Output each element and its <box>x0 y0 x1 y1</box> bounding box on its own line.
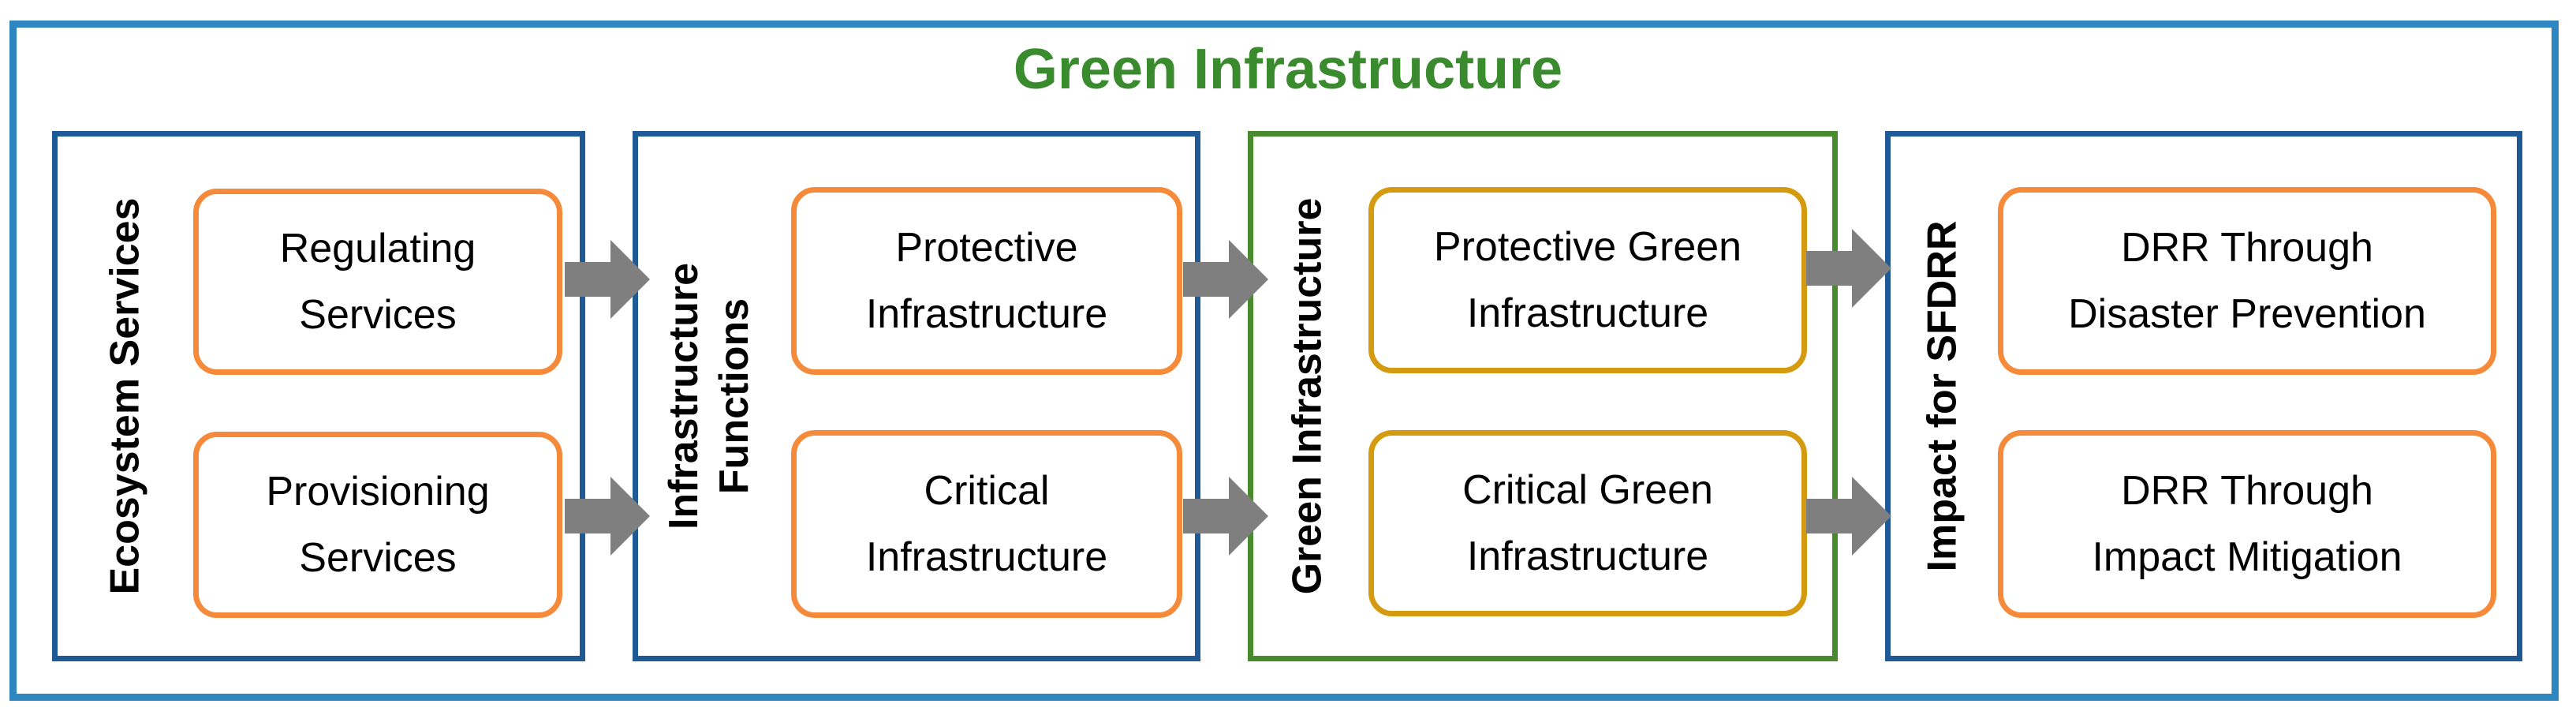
diagram-title: Green Infrastructure <box>1013 38 1563 101</box>
right-arrow-icon <box>1183 240 1268 319</box>
right-arrow-icon <box>1806 229 1891 308</box>
right-arrow-icon <box>1183 477 1268 556</box>
panel-label-impact-for-sfdrr: Impact for SFDRR <box>1919 220 1966 572</box>
right-arrow-icon <box>1806 477 1891 556</box>
panel-label-green-infrastructure: Green Infrastructure <box>1284 197 1330 595</box>
panel-label-ecosystem-services: Ecosystem Services <box>102 197 148 595</box>
outer-frame <box>9 21 2559 701</box>
right-arrow-icon <box>565 477 650 556</box>
right-arrow-icon <box>565 240 650 319</box>
